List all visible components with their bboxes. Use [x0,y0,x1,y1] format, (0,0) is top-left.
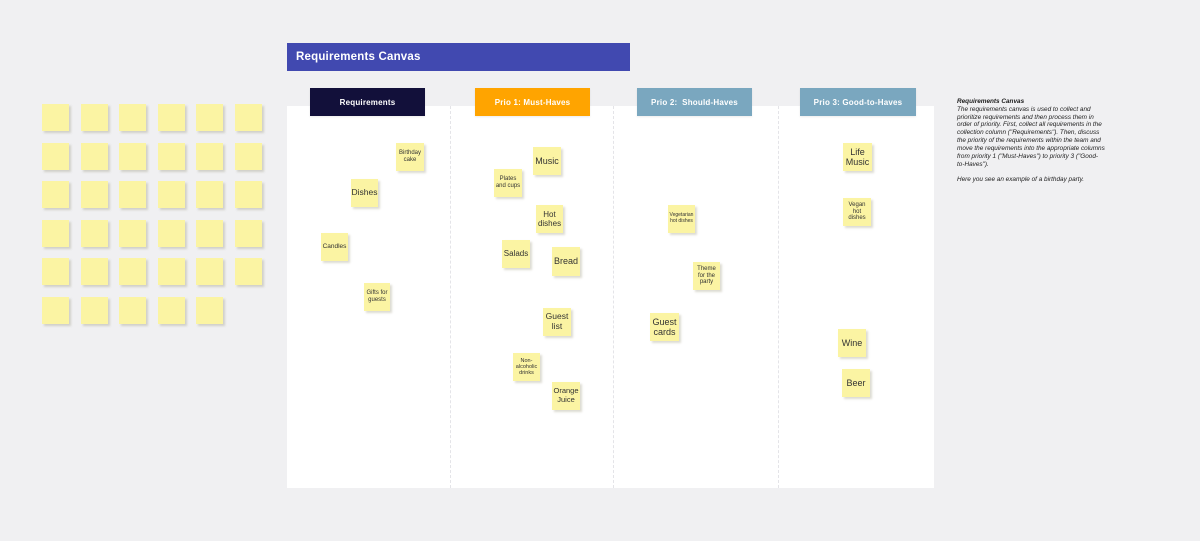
blank-sticky-note[interactable] [119,219,147,247]
column-divider [613,106,614,488]
blank-sticky-note[interactable] [80,297,108,324]
blank-sticky-note[interactable] [157,297,185,324]
blank-sticky-note[interactable] [119,258,147,286]
blank-sticky-note[interactable] [157,142,185,170]
sticky-note[interactable]: Life Music [843,143,872,171]
sticky-note[interactable]: Guest cards [650,313,679,341]
sticky-note[interactable]: Music [533,147,561,175]
blank-sticky-note[interactable] [42,219,69,247]
column-header-label: Prio 3: Good-to-Haves [813,97,903,107]
blank-sticky-note[interactable] [80,181,108,209]
column-header-label: Prio 2: Should-Haves [651,97,738,107]
blank-sticky-note[interactable] [196,181,224,209]
board-title: Requirements Canvas [296,51,421,63]
sticky-note[interactable]: Guest list [543,308,571,336]
blank-sticky-note[interactable] [42,181,69,209]
blank-sticky-note[interactable] [157,219,185,247]
blank-sticky-note[interactable] [235,181,262,209]
column-header-prio1-must-haves[interactable]: Prio 1: Must-Haves [475,88,590,116]
sticky-note[interactable]: Plates and cups [494,169,522,197]
blank-sticky-note[interactable] [42,297,69,324]
blank-sticky-note[interactable] [235,104,262,131]
column-header-prio3-good-to-haves[interactable]: Prio 3: Good-to-Haves [800,88,916,116]
blank-sticky-note[interactable] [235,142,262,170]
description-title: Requirements Canvas [957,98,1025,105]
blank-sticky-note[interactable] [119,297,147,324]
blank-sticky-note[interactable] [42,142,69,170]
column-divider [778,106,779,488]
sticky-note[interactable]: Hot dishes [536,205,563,233]
blank-sticky-note[interactable] [196,258,224,286]
description-paragraph: Here you see an example of a birthday pa… [957,176,1085,184]
blank-sticky-note[interactable] [42,104,69,131]
blank-sticky-note[interactable] [157,258,185,286]
blank-sticky-note[interactable] [119,181,147,209]
description-paragraph: The requirements canvas is used to colle… [957,105,1105,168]
board-description: Requirements Canvas The requirements can… [957,98,1105,184]
sticky-note[interactable]: Candles [321,233,348,261]
sticky-note[interactable]: Beer [842,369,870,397]
sticky-note[interactable]: Theme for the party [693,262,720,290]
sticky-note[interactable]: Wine [838,329,866,357]
blank-sticky-note[interactable] [42,258,69,286]
blank-sticky-note[interactable] [80,142,108,170]
column-header-label: Prio 1: Must-Haves [494,97,571,107]
sticky-note[interactable]: Vegan hot dishes [843,198,871,226]
sticky-note[interactable]: Salads [502,240,530,268]
sticky-note[interactable]: Non-alcoholic drinks [513,353,540,381]
blank-sticky-note[interactable] [235,219,262,247]
canvas-frame [287,106,934,488]
board-title-bar[interactable]: Requirements Canvas [287,43,630,71]
blank-sticky-note[interactable] [80,219,108,247]
blank-sticky-note[interactable] [157,181,185,209]
column-header-prio2-should-haves[interactable]: Prio 2: Should-Haves [637,88,752,116]
blank-sticky-note[interactable] [119,104,147,131]
sticky-note[interactable]: Vegetarian hot dishes [668,205,695,233]
sticky-note[interactable]: Gifts for guests [364,283,390,311]
blank-sticky-note[interactable] [80,258,108,286]
sticky-note[interactable]: Birthday cake [396,143,424,171]
blank-sticky-note[interactable] [235,258,262,286]
blank-sticky-note[interactable] [157,104,185,131]
column-header-requirements[interactable]: Requirements [310,88,425,116]
sticky-note[interactable]: Dishes [351,179,378,207]
blank-sticky-note[interactable] [196,297,224,324]
blank-sticky-note[interactable] [119,142,147,170]
blank-sticky-note[interactable] [196,142,224,170]
blank-sticky-note[interactable] [80,104,108,131]
sticky-note[interactable]: Bread [552,247,580,276]
blank-sticky-note[interactable] [196,104,224,131]
blank-sticky-note[interactable] [196,219,224,247]
column-header-label: Requirements [339,97,396,107]
sticky-note[interactable]: Orange Juice [552,382,580,410]
column-divider [450,106,451,488]
